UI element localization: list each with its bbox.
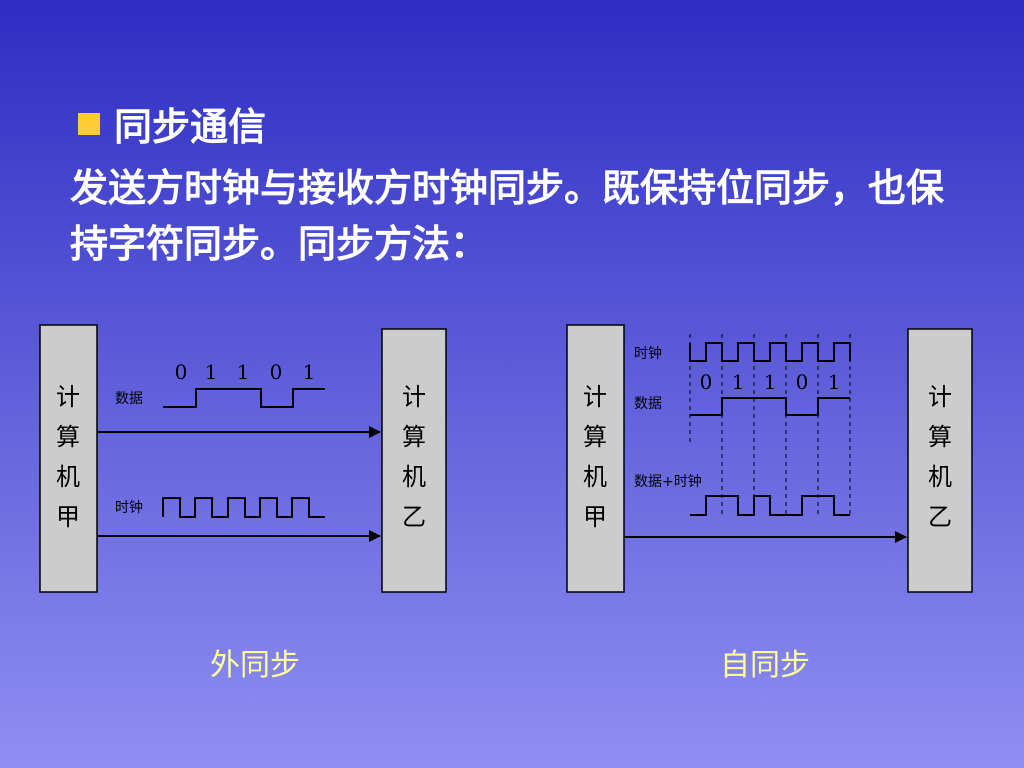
ext-sender-box xyxy=(39,324,98,593)
self-data-waveform xyxy=(690,397,850,416)
ext-receiver-char: 机 xyxy=(402,463,426,491)
ext-sender-char: 甲 xyxy=(56,503,80,531)
self-sync-caption: 自同步 xyxy=(720,648,810,683)
self-receiver-char: 算 xyxy=(928,423,952,451)
self-bit-label: 1 xyxy=(732,370,745,394)
bullet-square-icon xyxy=(78,112,100,135)
self-sender-char: 甲 xyxy=(583,503,607,531)
self-bit-label: 1 xyxy=(764,370,777,394)
ext-sender-char: 计 xyxy=(56,383,80,411)
ext-receiver-box xyxy=(381,328,447,593)
ext-receiver-char: 乙 xyxy=(402,503,426,531)
self-sender-char: 计 xyxy=(583,383,607,411)
self-sender-char: 机 xyxy=(583,463,607,491)
self-receiver-char: 机 xyxy=(928,463,952,491)
ext-sender-char: 机 xyxy=(56,463,80,491)
self-combined-waveform xyxy=(690,495,850,516)
ext-sender-char: 算 xyxy=(56,423,80,451)
ext-bit-label: 0 xyxy=(270,360,283,384)
self-sender-char: 算 xyxy=(583,423,607,451)
ext-bit-label: 1 xyxy=(303,360,316,384)
ext-receiver-char: 算 xyxy=(402,423,426,451)
self-receiver-char: 乙 xyxy=(928,503,952,531)
ext-receiver-char: 计 xyxy=(402,383,426,411)
ext-data-waveform xyxy=(163,388,325,408)
slide-heading: 同步通信 xyxy=(114,104,267,149)
description-paragraph: 发送方时钟与接收方时钟同步。既保持位同步，也保持字符同步。同步方法： xyxy=(70,165,945,266)
self-bit-label: 0 xyxy=(796,370,809,394)
heading-row: 同步通信 xyxy=(78,96,266,151)
self-bit-label: 0 xyxy=(700,370,713,394)
ext-bit-label: 1 xyxy=(237,360,250,384)
self-bit-label: 1 xyxy=(828,370,841,394)
self-clock-waveform xyxy=(689,342,851,362)
self-receiver-char: 计 xyxy=(928,383,952,411)
ext-clock-waveform xyxy=(162,497,325,518)
ext-bit-label: 0 xyxy=(175,360,188,384)
self-data-label: 数据 xyxy=(634,396,662,412)
ext-clock-label: 时钟 xyxy=(115,499,143,516)
ext-data-label: 数据 xyxy=(115,391,143,407)
self-clock-label: 时钟 xyxy=(634,345,662,362)
external-sync-caption: 外同步 xyxy=(210,648,300,683)
ext-bit-label: 1 xyxy=(205,360,218,384)
self-combined-label: 数据+时钟 xyxy=(634,473,702,490)
self-sender-box xyxy=(566,324,625,593)
self-receiver-box xyxy=(907,328,973,593)
